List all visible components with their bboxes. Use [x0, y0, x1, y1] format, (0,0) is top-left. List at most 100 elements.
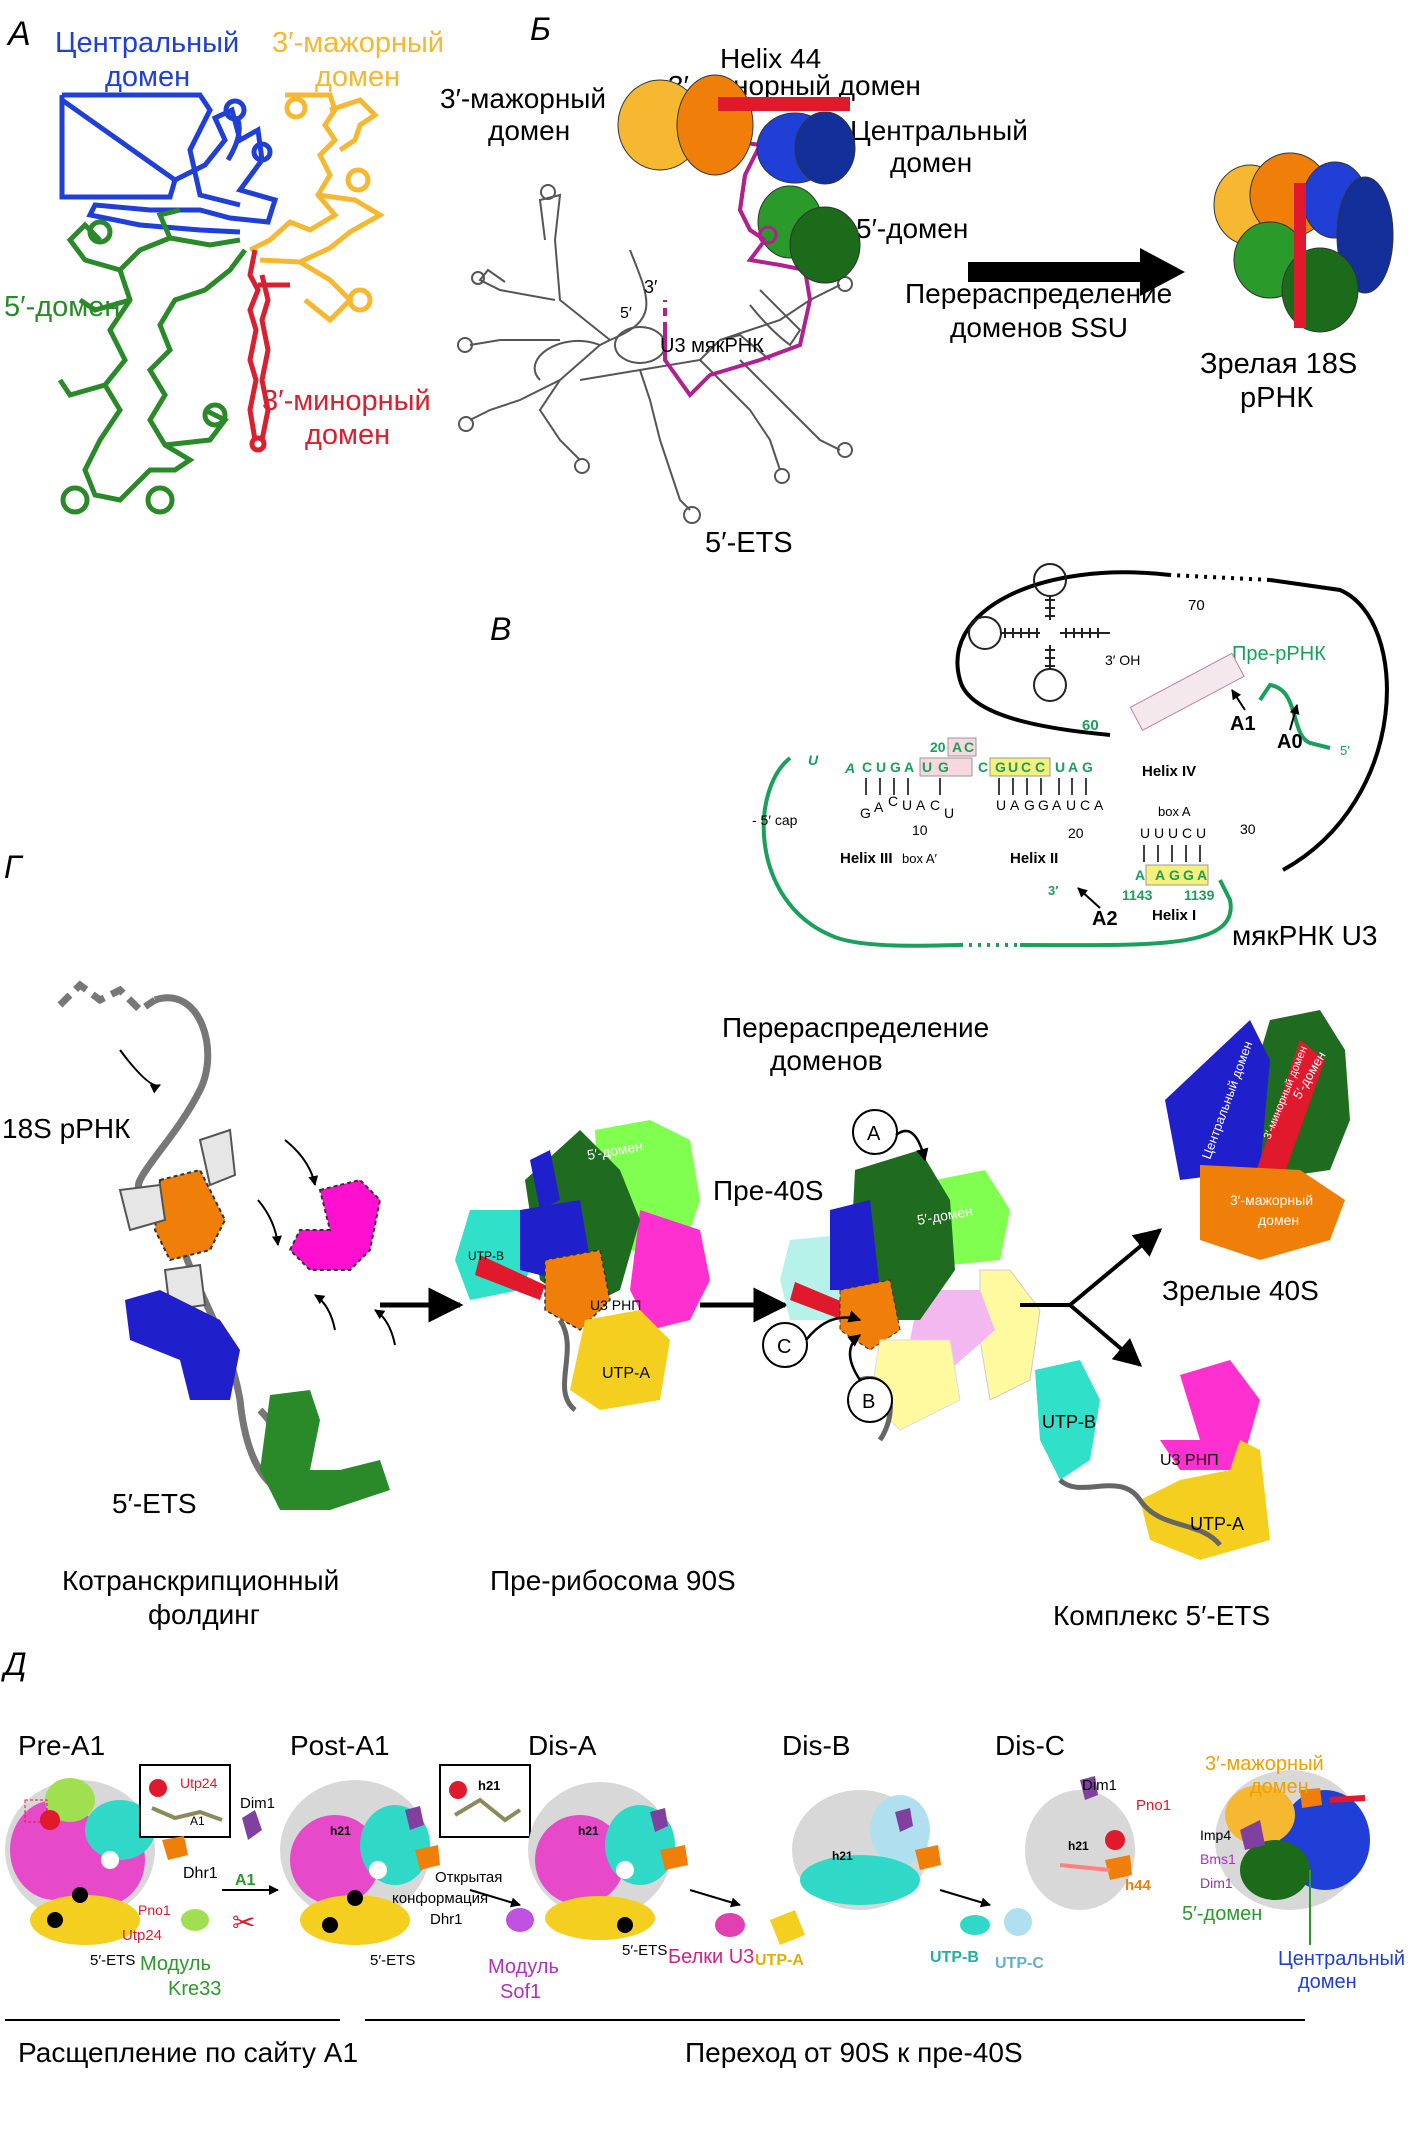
helix3-label: Helix III: [840, 850, 893, 867]
pno1-label-2: Pno1: [1136, 1797, 1171, 1814]
svg-text:U3 РНП: U3 РНП: [1160, 1452, 1219, 1469]
helix44-label: Helix 44: [720, 43, 821, 74]
stage-dis-a: Dis-A: [528, 1730, 597, 1761]
cap-label: - 5′ cap: [752, 812, 798, 828]
svg-text:C: C: [964, 739, 974, 755]
panel-a-major3-label-1: 3′-мажорный: [272, 27, 444, 59]
major3-domain-structure: [248, 92, 385, 324]
ets-skeleton: [457, 184, 853, 524]
inset-pre-a1: [139, 1764, 231, 1838]
green-blob-g1: [260, 1390, 390, 1510]
mature40-label: Зрелые 40S: [1162, 1275, 1319, 1306]
svg-text:G: G: [995, 759, 1006, 775]
kre33-blob: [181, 1909, 209, 1931]
domain5-label-b: 5′-домен: [856, 213, 968, 244]
svg-text:UTP-B: UTP-B: [1042, 1412, 1096, 1432]
dim1-label-3: Dim1: [1200, 1875, 1233, 1891]
module-kre-1: Модуль: [140, 1953, 211, 1975]
dis-b-molecule: [792, 1790, 941, 1910]
svg-text:G: G: [1024, 797, 1035, 813]
seq-row-bot: G A C U A C U U A G G A U C A: [860, 793, 1104, 821]
major3-label-b-2: домен: [488, 115, 570, 146]
svg-text:C: C: [1021, 759, 1031, 775]
open-3: Dhr1: [430, 1911, 463, 1928]
imp4-label: Imp4: [1200, 1827, 1231, 1843]
ets-label-d1: 5′-ETS: [90, 1952, 135, 1969]
curve-arrow-4: [314, 1294, 336, 1331]
utpa-blob-d: [770, 1910, 805, 1945]
panel-v-letter: В: [490, 611, 511, 647]
post-a1-molecule: [280, 1780, 440, 1945]
ets-label-g: 5′-ETS: [112, 1488, 197, 1519]
svg-text:C: C: [1080, 797, 1090, 813]
u3-label-b: U3 мякРНК: [660, 335, 764, 357]
dis-a-molecule: [528, 1782, 688, 1940]
module-sof-2: Sof1: [500, 1981, 541, 2003]
svg-text:A: A: [1068, 759, 1078, 775]
magenta-blob-g1: [288, 1178, 382, 1271]
svg-text:A: A: [952, 739, 962, 755]
circle-b: [847, 1377, 893, 1423]
svg-text:G: G: [890, 759, 901, 775]
stage-post-a1: Post-A1: [290, 1730, 390, 1761]
boxa-label: box A: [1158, 804, 1191, 819]
dim1-blob-1: [242, 1810, 262, 1840]
central-label-d-2: домен: [1298, 1971, 1357, 1993]
svg-text:G: G: [1038, 797, 1049, 813]
svg-text:U: U: [1066, 797, 1076, 813]
seq-row-top: C U G A U G A C C G U C C U A G: [862, 739, 1093, 775]
svg-text:A: A: [844, 760, 855, 776]
dim1-label-2: Dim1: [1082, 1777, 1117, 1794]
black-loop: [1269, 578, 1389, 872]
central-domain-structure: [59, 92, 279, 235]
helix4-label: Helix IV: [1142, 763, 1196, 780]
svg-text:C: C: [1182, 825, 1192, 841]
black-loop-2: [955, 570, 1171, 737]
svg-text:G: G: [938, 759, 949, 775]
n1139: 1139: [1184, 887, 1215, 903]
mature-18s-label-1: Зрелая 18S: [1200, 348, 1357, 380]
svg-text:U: U: [1168, 825, 1178, 841]
svg-text:U: U: [996, 797, 1006, 813]
svg-text:U: U: [922, 759, 932, 775]
dis-c-molecule: [1025, 1776, 1135, 1910]
h44-label: h44: [1125, 1877, 1152, 1894]
module-sof-1: Модуль: [488, 1956, 559, 1978]
panel-a-letter: А: [6, 15, 31, 53]
n60: 60: [1082, 717, 1099, 734]
domain5-label-d: 5′-домен: [1182, 1903, 1262, 1925]
svg-text:U: U: [1140, 825, 1150, 841]
svg-text:A: A: [904, 759, 914, 775]
cloverleaf: [968, 563, 1110, 702]
panel-d: Д Pre-A1 Post-A1 Dis-A Dis-B Dis-C Utp24…: [1, 1646, 1405, 2068]
stage-dis-b: Dis-B: [782, 1730, 850, 1761]
helix2-label: Helix II: [1010, 850, 1058, 867]
open-2: конформация: [392, 1890, 488, 1907]
seq-box-cc: [947, 737, 977, 757]
pno1-label-1: Pno1: [138, 1902, 171, 1918]
svg-text:A: A: [1094, 797, 1104, 813]
helix1-label: Helix I: [1152, 907, 1196, 924]
stage-dis-c: Dis-C: [995, 1730, 1065, 1761]
arrow-d3: [689, 1889, 741, 1908]
svg-text:A: A: [916, 797, 926, 813]
domain5-structure: [57, 207, 247, 515]
mature-18s: [1213, 152, 1394, 333]
orange-hand-1: [162, 1836, 188, 1860]
n20b: 20: [1068, 825, 1084, 841]
svg-text:U: U: [1196, 825, 1206, 841]
redistribution-label-2: доменов SSU: [950, 312, 1128, 343]
cotrans-label-1: Котранскрипционный: [62, 1565, 339, 1596]
svg-text:U: U: [1154, 825, 1164, 841]
sof1-blob: [506, 1908, 534, 1932]
complex-label: Комплекс 5′-ETS: [1053, 1600, 1270, 1631]
svg-text:A: A: [1052, 797, 1062, 813]
seq-box-yellow: [989, 757, 1051, 777]
curve-arrow-2: [284, 1139, 319, 1186]
bms1-label: Bms1: [1200, 1851, 1236, 1867]
central-label-b-1: Центральный: [850, 115, 1028, 146]
svg-text:UTP-A: UTP-A: [1190, 1514, 1244, 1534]
arrow-c-curve: [805, 1310, 862, 1341]
utpb-blob-d: [960, 1915, 990, 1935]
